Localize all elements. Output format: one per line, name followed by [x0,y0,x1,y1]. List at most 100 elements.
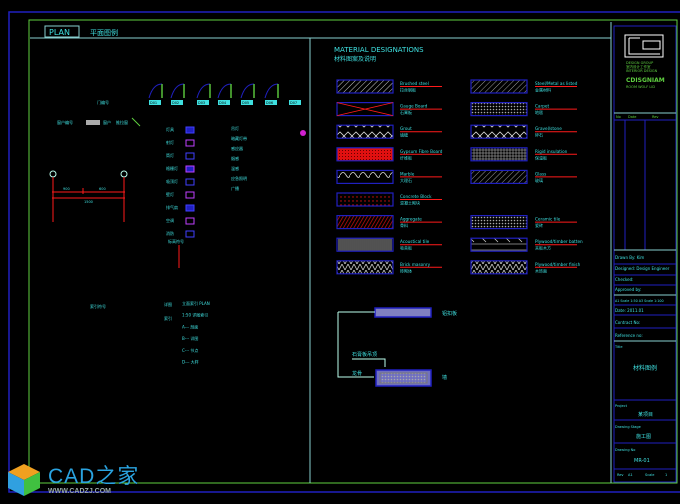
material-name: Steel/Metal as listed [535,81,578,86]
ceiling-detail [337,307,432,387]
material-name: Plywood/timber finish [535,262,581,267]
watermark-title: CAD之家 [48,465,140,488]
material-swatch [470,147,528,162]
material-swatch [336,215,394,230]
material-name-cn: 木饰面 [535,267,547,273]
material-swatch [336,169,394,184]
window-label: 窗户编号 [57,119,73,125]
symbol-label: 壁灯 [166,191,174,197]
material-swatch [470,79,528,94]
drawing-no-value: MR-01 [634,458,650,464]
watermark: CAD之家 WWW.CADZJ.COM [6,462,146,502]
material-swatch [336,192,394,207]
symbol-label: 广播 [231,185,239,191]
project-value: 某项目 [638,412,653,418]
material-name: Brushed steel [400,81,429,86]
dimension-text: 600 [99,187,106,191]
door-swing-arc [240,83,255,99]
legend-item: B--- 详图 [182,335,198,341]
symbol-label: 吊灯 [231,125,239,131]
materials-title: MATERIAL DESIGNATIONS [334,46,424,54]
company-line: INTERIOR DESIGN [626,69,658,73]
door-tag [171,100,183,105]
material-name-cn: 砖砌体 [400,267,412,273]
reference-no: Reference no: [615,333,643,338]
fixture-symbol [185,204,195,212]
symbol-label: 吸顶灯 [166,178,178,184]
material-name-cn: 夹板木方 [535,245,551,251]
material-name: Glass [535,171,546,176]
fixture-symbol [185,126,195,134]
material-name-cn: 混凝土砌块 [400,200,420,206]
door-tag [265,100,277,105]
material-name-cn: 玻璃 [535,177,543,183]
material-name-cn: 地毯 [535,109,543,115]
drawing-frame [28,19,678,484]
plan-tab[interactable] [44,25,80,38]
material-name: Plywood/timber batten [535,239,583,244]
window-symbol [86,120,100,125]
materials-subtitle: 材料图案及说明 [334,55,376,63]
footer-rev: Rev [617,473,624,477]
grid-bubble [49,170,57,178]
watermark-url: WWW.CADZJ.COM [48,488,111,495]
material-name-cn: 骨料 [400,222,408,228]
legend-item: C--- 节点 [182,347,198,353]
footer-sheet: 1 [665,473,667,477]
material-name-cn: 瓷砖 [535,222,543,228]
legend-item: 立面索引 PLAN [182,300,210,306]
door-tag [149,100,161,105]
material-name-cn: 碎石 [535,132,543,138]
symbol-label: 应急照明 [231,175,247,181]
material-swatch [336,237,394,252]
footer-scale: Scale [645,473,654,477]
material-name-cn: 填缝 [400,132,408,138]
door-tag-label: D06 [266,101,273,105]
fixture-symbol [185,217,195,225]
material-name-cn: 吸音板 [400,245,412,251]
legend-item: D--- 大样 [182,359,199,365]
symbol-label: 消防 [166,230,174,236]
door-swing-arc [264,83,279,99]
material-name-cn: 大理石 [400,177,412,183]
symbol-label: 格栅灯 [166,165,178,171]
door-label: 门编号 [97,99,109,105]
material-name-cn: 石膏板 [400,109,412,115]
door-swing-arc [148,83,163,99]
plan-subtitle: 平面图例 [90,28,118,37]
material-name: Rigid insulation [535,149,568,154]
material-swatch [336,101,394,117]
material-name: Ceramic tile [535,217,561,222]
material-name-cn: 金属材料 [535,87,551,93]
approved-by: Approved by: [615,287,641,292]
door-tag-label: D07 [290,101,297,105]
material-swatch [336,124,394,139]
material-swatch [470,124,528,139]
elevation-label: 标高符号 [168,238,184,244]
designed-by: Designed: Design Engineer [615,266,670,271]
firm-name: CDISGNIAM [626,77,665,84]
fixture-symbol [185,165,195,173]
fixture-symbol [185,178,195,186]
material-name: Grout [400,126,412,131]
door-swing-arc [196,83,211,99]
drawn-by: Drawn By: Kim [615,255,644,260]
stage-value: 施工图 [636,433,651,440]
symbol-label: 感应器 [231,145,243,151]
title-value: 材料图例 [633,364,657,372]
detail-side-label: 墙 [442,374,447,381]
material-name: Gravel/stone [535,126,562,131]
door-tag [241,100,253,105]
door-swing-arc [170,83,185,99]
material-name: Brick masonry [400,262,431,267]
company-logo [624,34,664,58]
material-swatch [336,260,394,275]
material-name: Aggregate [400,217,422,222]
detail-low-label: 龙骨 [352,370,362,377]
drawing-no-label: Drawing No [615,448,635,452]
door-tag-label: D01 [150,101,157,105]
legend-item: A--- 剖面 [182,323,198,329]
